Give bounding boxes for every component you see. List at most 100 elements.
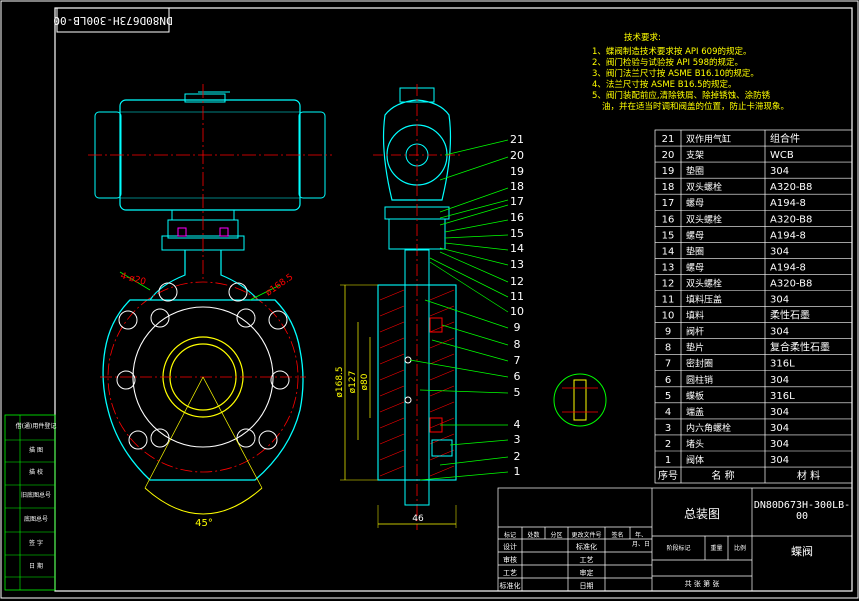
side-view [340, 84, 462, 530]
leader-lines [409, 139, 509, 481]
bom-row-no: 17 [662, 198, 675, 209]
strip-label-3: 签 字 [29, 539, 43, 547]
strip-label-4: 日 期 [29, 562, 43, 570]
bom-row-material: A194-8 [770, 198, 806, 209]
balloon: 14 [510, 242, 524, 255]
bom-row-material: 316L [770, 391, 795, 402]
bom-row-material: 304 [770, 246, 789, 257]
balloon: 5 [514, 386, 521, 399]
bom-header-cell: 序号 [658, 469, 678, 482]
bom-row-name: 填料压盖 [686, 294, 722, 306]
left-strip: 借(通)用件登记 旧底图总号 底图总号 签 字 日 期 描 校 描 图 [4, 414, 56, 591]
bom-row-material: A194-8 [770, 230, 806, 241]
bom-row-material: A320-B8 [770, 278, 812, 289]
bom-row-no: 8 [665, 343, 671, 354]
tech-requirements: 技术要求: 1、蝶阀制造技术要求按 API 609的规定。 2、阀门检验与试验按… [592, 33, 832, 113]
bom-row-no: 20 [662, 150, 675, 161]
bom-row-name: 密封圈 [686, 358, 713, 370]
bom-row-material: 304 [770, 295, 789, 306]
bom-row-material: 316L [770, 359, 795, 370]
bom-row-no: 16 [662, 214, 675, 225]
drawing-number-box: DN80D673H-300LB-00 [53, 7, 173, 33]
dim-angle: 45° [195, 518, 213, 529]
bom-row-name: 双头螺栓 [686, 213, 722, 225]
dim-pcd: ø168.5 [264, 272, 295, 298]
title-block-grid [497, 487, 853, 592]
bom-row-no: 2 [665, 439, 671, 450]
strip-label-5: 描 校 [29, 468, 43, 476]
bom-row-no: 5 [665, 391, 671, 402]
bom-row-no: 1 [665, 455, 671, 466]
bom-row-material: 304 [770, 375, 789, 386]
balloon: 8 [514, 338, 521, 351]
tech-line: 油，并在适当时调和阀盖的位置，防止卡滞现象。 [602, 102, 790, 112]
balloon: 6 [514, 370, 521, 383]
bom-row-name: 蝶板 [686, 390, 704, 402]
bom-row-material: 304 [770, 455, 789, 466]
bom-row-name: 填料 [686, 310, 704, 322]
balloon: 4 [514, 418, 521, 431]
balloon: 10 [510, 305, 524, 318]
bom-header-cell: 名 称 [711, 469, 734, 482]
bom-row-name: 垫圈 [686, 165, 704, 177]
tech-line: 5、阀门装配前应,清除铁屑、除掉锈蚀、涂防锈 [592, 91, 771, 101]
bom-row-material: 复合柔性石墨 [770, 341, 830, 354]
bom-row-name: 堵头 [686, 438, 704, 450]
tech-line: 1、蝶阀制造技术要求按 API 609的规定。 [592, 47, 752, 57]
balloon: 2 [514, 450, 521, 463]
balloon-group: 21 20 19 18 17 16 15 14 13 12 11 10 9 8 … [510, 133, 524, 478]
dim-bolt-holes: 4-ø20 [119, 271, 147, 287]
strip-label-6: 描 图 [29, 446, 43, 454]
dim-127: ø127 [348, 371, 358, 394]
tech-line: 3、阀门法兰尺寸按 ASME B16.10的规定。 [592, 69, 759, 79]
bom-row-no: 6 [665, 375, 671, 386]
tech-title: 技术要求: [624, 33, 661, 43]
bom-row-no: 15 [662, 230, 675, 241]
bom-row-name: 螺母 [686, 262, 704, 273]
balloon: 18 [510, 180, 524, 193]
dim-80: ø80 [360, 373, 370, 390]
bom-row-name: 阀体 [686, 454, 704, 466]
bom-row-material: A320-B8 [770, 182, 812, 193]
balloon: 17 [510, 195, 524, 208]
bom-header-cell: 材 料 [797, 469, 820, 482]
bom-row-name: 支架 [686, 149, 704, 161]
bom-row-name: 双头螺栓 [686, 181, 722, 193]
balloon: 19 [510, 165, 524, 178]
dim-46: 46 [412, 514, 424, 524]
drawing-number-rotated: DN80D673H-300LB-00 [53, 14, 172, 27]
balloon: 13 [510, 258, 524, 271]
bom-row-material: A194-8 [770, 262, 806, 273]
bom-row-material: 柔性石墨 [770, 309, 810, 322]
bom-row-no: 13 [662, 262, 675, 273]
bom-row-material: 304 [770, 166, 789, 177]
bom-row-material: 304 [770, 327, 789, 338]
bom-row-material: 304 [770, 439, 789, 450]
bom-row-name: 垫圈 [686, 245, 704, 257]
bom-row-no: 3 [665, 423, 671, 434]
bom-row-no: 21 [662, 134, 675, 145]
balloon: 21 [510, 133, 524, 146]
strip-label-2: 底图总号 [24, 515, 48, 523]
bom-row-name: 双作用气缸 [686, 133, 731, 145]
bom-row-no: 18 [662, 182, 675, 193]
bom-row-material: WCB [770, 150, 794, 161]
balloon: 3 [514, 433, 521, 446]
strip-label-1: 旧底图总号 [21, 491, 51, 499]
bom-row-material: 304 [770, 423, 789, 434]
balloon: 11 [510, 290, 524, 303]
balloon: 1 [514, 465, 521, 478]
tech-line: 4、法兰尺寸按 ASME B16.5的规定。 [592, 80, 737, 90]
bom-row-name: 垫片 [686, 342, 704, 354]
balloon: 7 [514, 354, 521, 367]
balloon: 12 [510, 275, 524, 288]
bom-row-name: 双头螺栓 [686, 277, 722, 289]
bom-row-no: 11 [662, 295, 675, 306]
balloon: 9 [514, 321, 521, 334]
front-view [88, 84, 332, 515]
bom-row-no: 19 [662, 166, 675, 177]
balloon: 16 [510, 211, 524, 224]
